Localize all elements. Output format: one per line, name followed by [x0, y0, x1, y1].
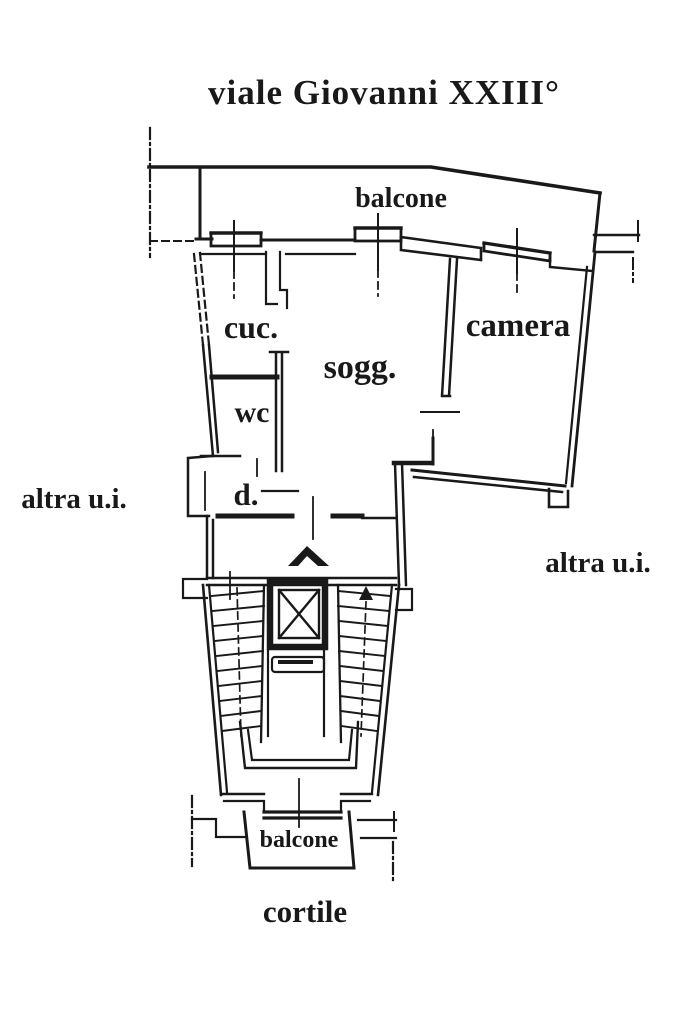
bedroom-bottom-wall-outer	[410, 468, 567, 488]
right-wall-inner	[564, 265, 589, 485]
other-unit-left-label: altra u.i.	[21, 483, 127, 515]
front-wall-right-step	[548, 251, 594, 273]
left-wall	[201, 343, 220, 458]
elevator-cab	[277, 588, 321, 640]
balcony-top-outer-edge	[147, 165, 603, 196]
balcony-right-stub-walls	[356, 818, 398, 840]
right-wall-outer	[570, 250, 597, 488]
stair-landing-inner	[246, 728, 354, 762]
living-room: sogg.	[324, 257, 460, 587]
stair-left-outer-wall	[201, 583, 223, 797]
stair-walking-lines	[236, 587, 367, 737]
left-wall-dashed	[192, 251, 211, 347]
stairwell	[181, 571, 414, 828]
pier2-box	[399, 235, 483, 262]
kitchen-window-frame	[209, 231, 263, 248]
hall-label: d.	[234, 477, 259, 512]
living-bedroom-partition	[440, 257, 459, 398]
other-unit-right-label: altra u.i.	[545, 547, 651, 579]
stair-bottom-walls-inner	[222, 799, 372, 813]
balcony-bottom-label: balcone	[260, 827, 339, 853]
stair-landing-outer	[238, 720, 360, 770]
hall-left-wall	[205, 514, 215, 580]
balcony-right-step-wall	[592, 233, 641, 254]
flue-recess	[264, 250, 289, 310]
balcony-door-sill	[262, 810, 343, 820]
kitchen-partition	[268, 350, 290, 473]
elevator	[266, 577, 329, 674]
stair-stringers	[259, 583, 343, 744]
stair-right-inner-wall	[370, 583, 394, 794]
balcony-top-label: balcone	[355, 183, 447, 214]
courtyard-label: cortile	[263, 894, 347, 929]
stair-left-inner-wall	[207, 583, 229, 794]
stair-right-outer-wall	[376, 583, 401, 797]
kitchen-label: cuc.	[224, 309, 278, 345]
balcony-left-stub-walls	[190, 817, 248, 839]
street-label: viale Giovanni XXIII°	[208, 73, 560, 112]
stair-treads-right	[336, 589, 392, 733]
wc-label: wc	[235, 396, 270, 429]
entrance-arrow	[288, 546, 329, 566]
property-lines	[148, 126, 634, 886]
hall-alcove	[186, 454, 214, 518]
balcony-top: balcone	[147, 165, 641, 254]
elevator-shaft	[266, 577, 329, 651]
stair-direction-arrow	[359, 586, 373, 600]
bedroom-bottom-wall-inner	[412, 475, 564, 494]
balcony-top-right-edge	[592, 191, 602, 253]
hallway: d.	[186, 454, 397, 580]
elevator-landing-step	[270, 655, 326, 674]
elevator-x-mark	[277, 588, 321, 640]
living-label: sogg.	[324, 349, 397, 386]
bedroom-room: camera	[410, 308, 570, 509]
balcony-bottom-outline	[242, 810, 356, 870]
front-wall	[149, 213, 594, 310]
exterior-walls	[192, 250, 597, 488]
balcony-bottom: balcone	[190, 810, 398, 870]
kitchen-room: cuc. wc	[209, 309, 290, 473]
bedroom-label: camera	[466, 308, 570, 344]
hall-right-wall	[393, 461, 408, 587]
bedroom-wall-foot	[547, 487, 570, 509]
